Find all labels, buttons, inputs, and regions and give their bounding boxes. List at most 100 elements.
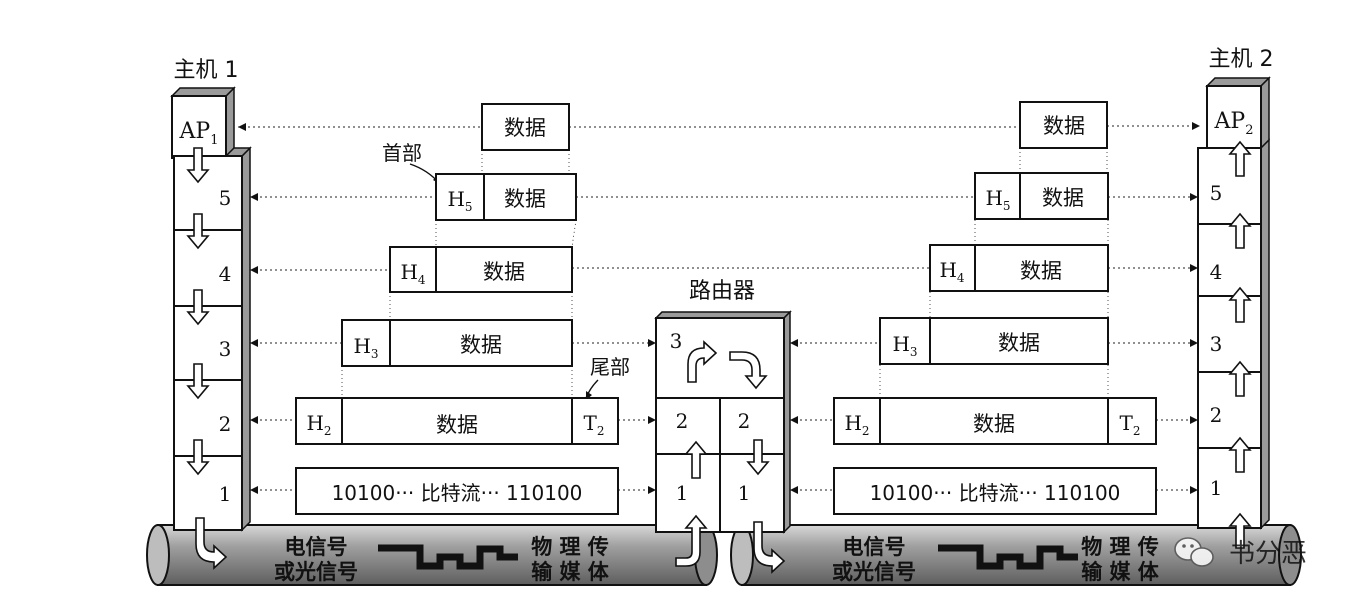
host1-encapsulation: 数据 首部 H5 数据 H4 数据 H3 数据 尾部 H2 数据 T2 1010… xyxy=(295,103,630,515)
host1-layer-4-label: 4 xyxy=(219,262,232,286)
data-label: 数据 xyxy=(998,331,1040,355)
signal-label-left-2: 或光信号 xyxy=(274,560,358,584)
host1-bitstream xyxy=(295,467,619,515)
medium-label-right-2: 输 媒 体 xyxy=(1081,560,1160,584)
host2-pdu-4 xyxy=(929,244,1109,292)
host2-layer-1-label: 1 xyxy=(1210,476,1223,500)
curved-down-arrow-icon xyxy=(195,517,228,570)
medium-label-left-1: 物 理 传 xyxy=(531,535,609,559)
down-arrow-icon xyxy=(186,213,210,250)
router: 路由器 3 2 2 1 1 xyxy=(654,279,792,574)
h5-label: H5 xyxy=(447,187,472,214)
physical-medium-right: 电信号 或光信号 物 理 传 输 媒 体 xyxy=(730,524,1302,586)
router-layer-3-label: 3 xyxy=(670,329,683,353)
host2-data-ap xyxy=(1019,101,1108,149)
bitstream-label: 10100··· 比特流··· 110100 xyxy=(870,481,1121,505)
host1-layer-5 xyxy=(173,155,243,231)
host2-pdu-3 xyxy=(879,317,1109,365)
router-layer-2-left-label: 2 xyxy=(676,409,689,433)
host2-bitstream xyxy=(833,467,1157,515)
host1-layer-2 xyxy=(173,379,243,457)
host1-data-ap xyxy=(481,103,570,151)
signal-label-right-2: 或光信号 xyxy=(832,560,916,584)
router-layer-2-right-label: 2 xyxy=(738,409,751,433)
host2-layer-4 xyxy=(1197,223,1262,297)
signal-waveform-left xyxy=(378,544,518,570)
wechat-icon xyxy=(1174,537,1214,567)
curved-up-arrow-icon xyxy=(675,514,708,567)
watermark: 书分恶 xyxy=(1174,537,1307,569)
physical-medium-left: 电信号 或光信号 物 理 传 输 媒 体 xyxy=(146,524,718,586)
up-arrow-icon xyxy=(1228,436,1252,473)
router-layer-1-right-label: 1 xyxy=(738,481,751,505)
t2-label: T2 xyxy=(1120,411,1141,438)
data-label: 数据 xyxy=(460,333,502,357)
up-arrow-icon xyxy=(684,440,708,479)
host2-layer-3-label: 3 xyxy=(1210,332,1223,356)
host2-layer-4-label: 4 xyxy=(1210,260,1223,284)
data-label: 数据 xyxy=(1042,186,1084,210)
host2-pdu-5 xyxy=(974,172,1109,220)
down-arrow-icon xyxy=(186,439,210,476)
signal-label-right-1: 电信号 xyxy=(843,535,906,559)
curved-down-arrow-icon xyxy=(753,521,786,574)
h3-label: H3 xyxy=(892,332,917,359)
data-label: 数据 xyxy=(504,116,546,140)
h2-label: H2 xyxy=(844,411,869,438)
router-title: 路由器 xyxy=(689,279,755,304)
bitstream-label: 10100··· 比特流··· 110100 xyxy=(332,481,583,505)
down-arrow-icon xyxy=(186,363,210,400)
up-arrow-icon xyxy=(1228,286,1252,323)
t2-label: T2 xyxy=(584,411,605,438)
curved-right-down-arrow-icon xyxy=(729,351,768,390)
host2-stack: 主机 2 AP2 5 4 3 2 1 xyxy=(1197,47,1274,549)
up-arrow-icon xyxy=(1228,512,1252,549)
host2-layer-1 xyxy=(1197,447,1262,529)
signal-label-left-1: 电信号 xyxy=(285,535,348,559)
host1-ap-label: AP1 xyxy=(179,119,219,148)
host2-ap-label: AP2 xyxy=(1214,109,1254,138)
data-label: 数据 xyxy=(483,260,525,284)
down-arrow-icon xyxy=(186,147,210,184)
host2-layer-5-label: 5 xyxy=(1210,181,1223,205)
host1-pdu-4 xyxy=(389,246,573,293)
dotted-connectors xyxy=(238,122,1200,494)
data-label: 数据 xyxy=(1043,114,1085,138)
host2-title: 主机 2 xyxy=(1209,47,1274,72)
host2-pdu-2 xyxy=(833,397,1157,445)
host1-layer-1 xyxy=(173,455,243,531)
data-label: 数据 xyxy=(436,413,478,437)
host1-pdu-3 xyxy=(341,319,573,367)
router-layer-3 xyxy=(655,317,785,399)
host1-layer-3-label: 3 xyxy=(219,337,232,361)
h2-label: H2 xyxy=(306,411,331,438)
down-arrow-icon xyxy=(186,289,210,326)
host1-pdu-2 xyxy=(295,397,619,445)
up-arrow-icon xyxy=(1228,140,1252,177)
host1-title: 主机 1 xyxy=(174,58,239,83)
data-label: 数据 xyxy=(1020,259,1062,283)
watermark-text: 书分恶 xyxy=(1229,539,1307,569)
router-layer-1-left-label: 1 xyxy=(676,481,689,505)
up-arrow-icon xyxy=(1228,360,1252,397)
host1-layer-4 xyxy=(173,229,243,307)
host1-layer-2-label: 2 xyxy=(219,412,232,436)
h4-label: H4 xyxy=(939,258,964,285)
host2-encapsulation: 数据 H5 数据 H4 数据 H3 数据 H2 数据 T2 10100··· 比… xyxy=(833,101,1157,515)
host1-layer-1-label: 1 xyxy=(219,482,232,506)
medium-label-left-2: 输 媒 体 xyxy=(531,560,610,584)
host2-layer-3 xyxy=(1197,295,1262,373)
router-layer-2-right xyxy=(719,397,785,455)
up-arrow-icon xyxy=(1228,212,1252,249)
h4-label: H4 xyxy=(400,260,425,287)
medium-label-right-1: 物 理 传 xyxy=(1081,535,1159,559)
host1-layer-5-label: 5 xyxy=(219,186,232,210)
router-layer-2-left xyxy=(655,397,721,455)
curved-up-right-arrow-icon xyxy=(687,340,718,383)
host2-layer-2 xyxy=(1197,371,1262,449)
host1-layer-3 xyxy=(173,305,243,381)
host1-pdu-5 xyxy=(435,173,577,221)
down-arrow-icon xyxy=(746,439,770,476)
host1-stack: 主机 1 AP1 5 4 3 2 1 xyxy=(170,58,252,570)
